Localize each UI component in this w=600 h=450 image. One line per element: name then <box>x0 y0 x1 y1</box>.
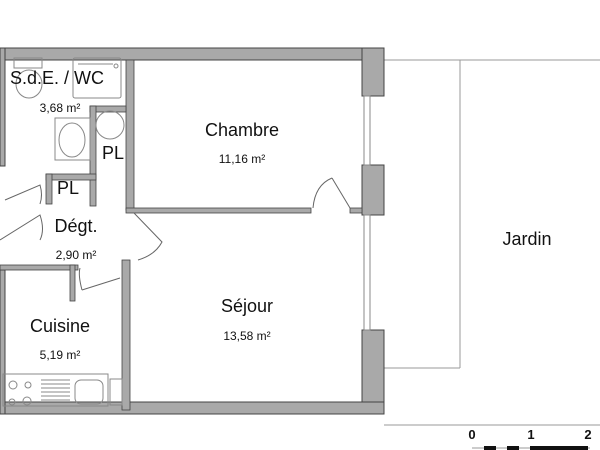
fridge-space <box>109 378 123 406</box>
room-area-sejour: 13,58 m² <box>223 329 271 343</box>
room-name-jardin: Jardin <box>502 229 552 249</box>
sink <box>54 117 91 161</box>
room-area-chambre: 11,16 m² <box>218 152 266 166</box>
scale-tick-2: 2 <box>584 427 592 442</box>
room-name-chambre: Chambre <box>204 120 280 140</box>
garden-outline <box>384 59 600 426</box>
room-area-sde-wc: 3,68 m² <box>39 101 81 115</box>
room-name-sde-wc: S.d.E. / WC <box>9 68 105 88</box>
drainboard <box>41 379 70 401</box>
scale-tick-1: 1 <box>527 427 535 442</box>
closet-label-pl-2: PL <box>56 178 80 198</box>
bathroom-fixtures <box>13 57 125 161</box>
toilet-tank <box>13 57 43 69</box>
scale-bar <box>472 446 590 450</box>
kitchen-counter <box>2 373 109 407</box>
room-name-sejour: Séjour <box>220 296 274 316</box>
interior-walls <box>0 59 363 411</box>
room-area-degt: 2,90 m² <box>55 248 97 262</box>
room-name-cuisine: Cuisine <box>29 316 91 336</box>
kitchen-fixtures <box>2 373 123 407</box>
shower-tray <box>72 57 122 99</box>
water-heater <box>95 110 125 140</box>
outer-walls <box>0 47 385 415</box>
windows <box>363 95 371 331</box>
room-name-degt: Dégt. <box>54 216 98 236</box>
toilet-bowl <box>15 69 43 99</box>
scale-tick-0: 0 <box>468 427 476 442</box>
kitchen-sink <box>74 379 104 405</box>
room-area-cuisine: 5,19 m² <box>39 348 81 362</box>
doors <box>0 177 351 291</box>
closet-label-pl-1: PL <box>101 143 125 163</box>
